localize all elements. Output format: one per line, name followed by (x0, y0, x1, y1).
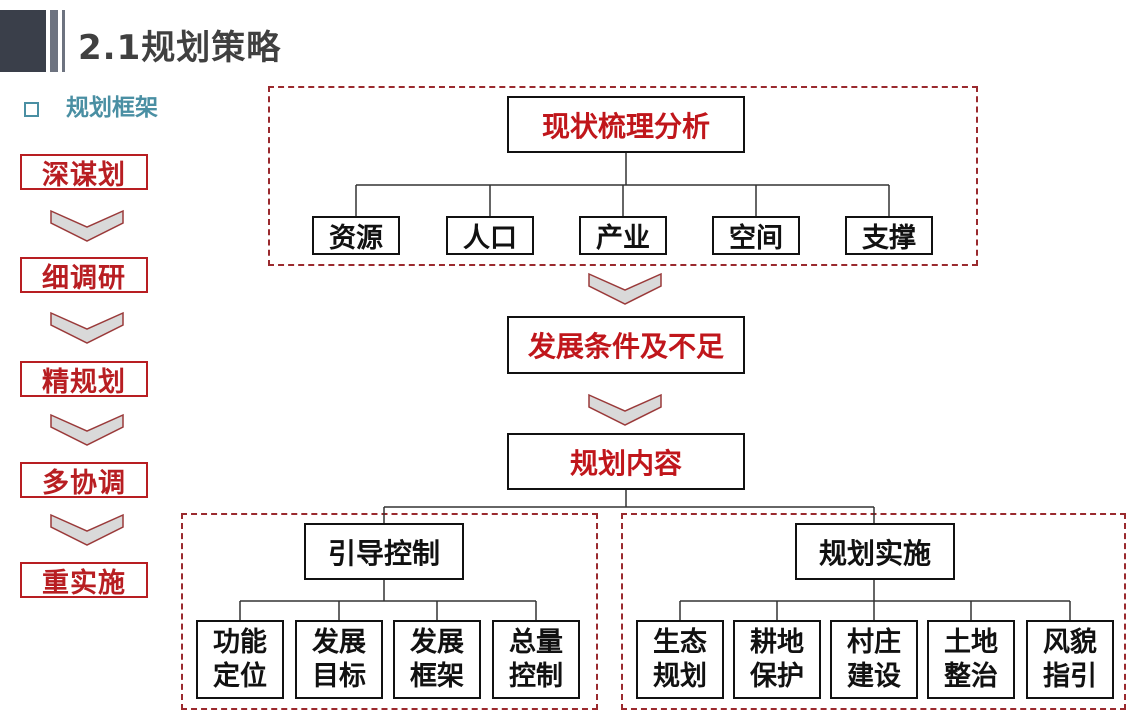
node-label-line: 风貌 (1043, 626, 1097, 658)
node-population: 人口 (446, 216, 534, 255)
node-label: 空间 (729, 223, 783, 254)
node-label: 资源 (329, 223, 383, 254)
node-planning-content: 规划内容 (507, 433, 745, 490)
chevron-down-icon (50, 311, 124, 344)
bullet-square-icon (24, 102, 39, 117)
section-subtitle: 规划框架 (66, 95, 158, 121)
node-label-line: 定位 (213, 660, 267, 692)
node-label-line: 耕地 (750, 626, 804, 658)
node-farmland-protection: 耕地 保护 (733, 620, 821, 699)
header-bar-thin (62, 10, 65, 72)
step-4: 多协调 (20, 462, 148, 499)
page-title: 2.1规划策略 (78, 28, 282, 68)
node-resources: 资源 (312, 216, 400, 255)
node-label-line: 保护 (750, 660, 804, 692)
chevron-down-icon (50, 209, 124, 242)
chevron-down-icon (50, 413, 124, 446)
node-label-line: 总量 (509, 626, 563, 658)
step-2: 细调研 (20, 257, 148, 294)
header-bar-dark (0, 10, 46, 72)
node-development-framework: 发展 框架 (393, 620, 481, 699)
node-guidance-control: 引导控制 (304, 523, 464, 580)
node-label: 产业 (596, 223, 650, 254)
node-label: 发展条件及不足 (527, 330, 724, 363)
node-label-line: 建设 (847, 660, 901, 692)
group-guidance (181, 513, 598, 710)
node-development-conditions: 发展条件及不足 (507, 316, 745, 374)
node-label: 支撑 (862, 223, 916, 254)
header-bar-mid (50, 10, 58, 72)
node-land-consolidation: 土地 整治 (927, 620, 1015, 699)
node-label-line: 指引 (1043, 660, 1097, 692)
node-function-positioning: 功能 定位 (196, 620, 284, 699)
node-label-line: 发展 (312, 626, 366, 658)
node-label: 人口 (463, 223, 517, 254)
node-label-line: 规划 (653, 660, 707, 692)
node-label-line: 生态 (653, 626, 707, 658)
node-label-line: 发展 (410, 626, 464, 658)
group-current-analysis (268, 86, 978, 266)
step-1: 深谋划 (20, 154, 148, 191)
node-current-analysis: 现状梳理分析 (507, 96, 745, 153)
node-label: 规划内容 (569, 446, 682, 480)
chevron-down-icon (50, 513, 124, 546)
node-label-line: 控制 (509, 660, 563, 692)
node-total-control: 总量 控制 (492, 620, 580, 699)
node-industry: 产业 (579, 216, 667, 255)
node-village-construction: 村庄 建设 (830, 620, 918, 699)
node-style-guidance: 风貌 指引 (1026, 620, 1114, 699)
node-space: 空间 (712, 216, 800, 255)
node-label-line: 目标 (312, 660, 366, 692)
step-3: 精规划 (20, 361, 148, 398)
node-label-line: 功能 (213, 626, 267, 658)
node-label-line: 框架 (410, 660, 464, 692)
chevron-down-icon (588, 393, 662, 426)
node-label: 现状梳理分析 (541, 109, 710, 143)
node-support: 支撑 (845, 216, 933, 255)
step-5: 重实施 (20, 562, 148, 599)
chevron-down-icon (588, 272, 662, 305)
node-development-goals: 发展 目标 (295, 620, 383, 699)
node-label-line: 土地 (944, 626, 998, 658)
node-label: 引导控制 (327, 536, 440, 570)
node-ecological-planning: 生态 规划 (636, 620, 724, 699)
node-label-line: 村庄 (847, 626, 901, 658)
node-planning-implementation: 规划实施 (795, 523, 955, 580)
node-label: 规划实施 (818, 536, 931, 570)
node-label-line: 整治 (944, 660, 998, 692)
